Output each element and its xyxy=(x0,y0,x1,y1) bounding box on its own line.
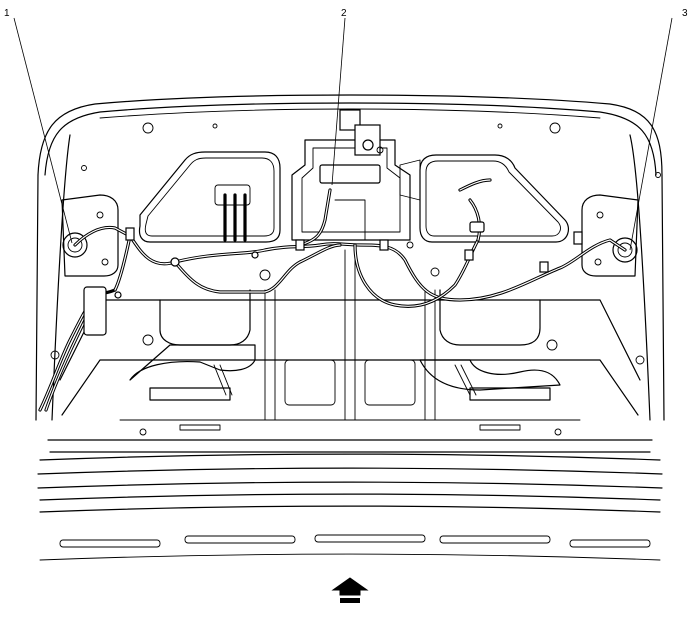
callout-1-label: 1 xyxy=(4,8,10,19)
trunk-lid-outline xyxy=(35,94,665,421)
wiring-harness xyxy=(38,178,627,412)
right-lamp-socket xyxy=(581,194,639,277)
bumper-area xyxy=(37,453,663,561)
left-panel-cutout xyxy=(138,151,281,243)
fastener-holes xyxy=(50,122,661,436)
lower-panels xyxy=(129,249,561,421)
double-up-arrow-icon xyxy=(331,577,369,603)
left-lamp-socket xyxy=(61,194,119,277)
center-latch-mount xyxy=(291,109,411,241)
callout-2-label: 2 xyxy=(341,8,347,19)
callout-leaders xyxy=(13,17,673,251)
callout-3-label: 3 xyxy=(682,8,688,19)
harness-connectors xyxy=(83,221,583,336)
inner-frame xyxy=(47,299,653,453)
